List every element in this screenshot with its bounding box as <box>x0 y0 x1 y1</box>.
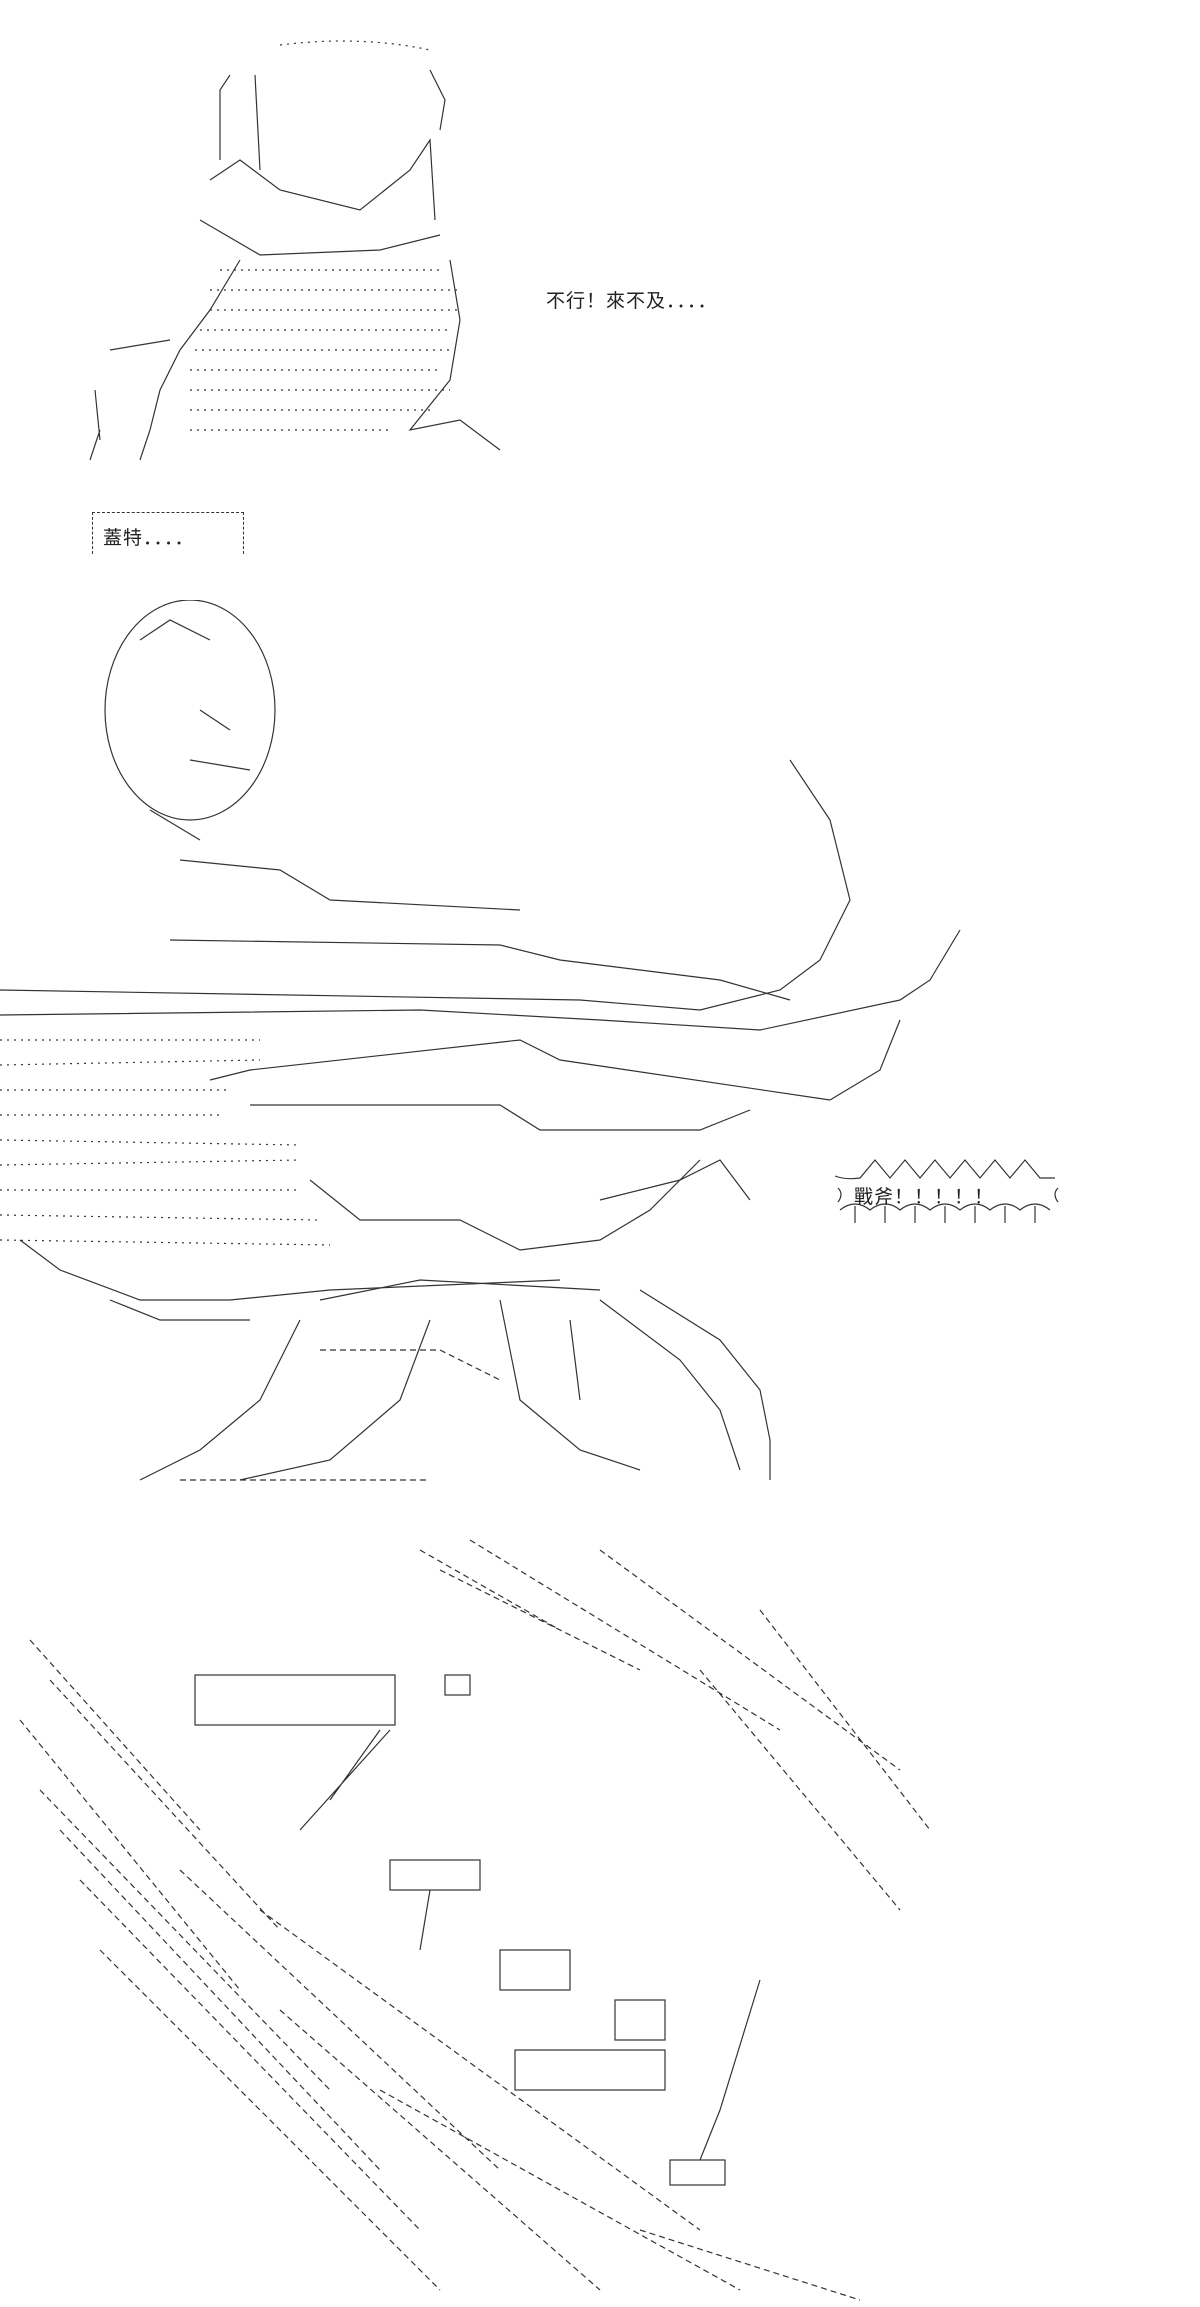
speaker-name: 蓋特．．．． <box>103 527 195 549</box>
ascii-art-figure-top <box>89 40 501 461</box>
ascii-art-speed-lines <box>19 1539 931 2301</box>
ascii-art-robot-scene <box>0 600 961 1481</box>
dialog-line: 不行！來不及．．．． <box>546 290 718 312</box>
burst-outline <box>834 1159 1059 1223</box>
speaker-box: 蓋特．．．． <box>92 512 244 554</box>
shout-text: 戰斧！！！！！ <box>854 1186 995 1208</box>
shout-burst: 戰斧！！！！！ <box>830 1158 1065 1238</box>
